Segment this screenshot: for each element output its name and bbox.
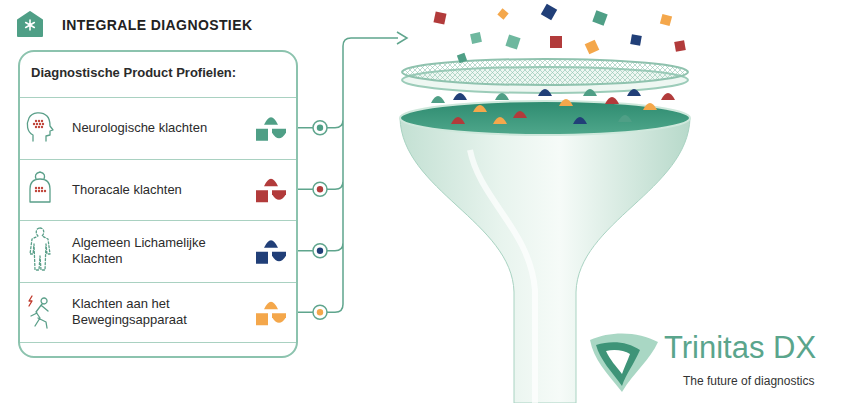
funnel-body [400,118,690,403]
falling-square [497,8,508,19]
falling-square [660,14,672,26]
falling-square [541,4,557,20]
port-dot [317,125,323,131]
port-dot [317,186,323,192]
head-icon [27,113,53,141]
falling-square [674,40,686,52]
profile-row: Thoracale klachten [20,159,296,221]
profile-dome [264,240,278,248]
falling-shapes [431,4,686,124]
falling-dome [493,117,507,124]
profile-dome [264,302,278,310]
row-label: Thoracale klachten [72,182,240,198]
funnel [400,59,690,403]
profile-shield [272,313,286,323]
port-dot [317,309,323,315]
runner-icon [31,298,48,328]
funnel-top [400,101,690,135]
row-label: Neurologische klachten [72,120,240,136]
row-text-box: Algemeen Lichamelijke Klachten [72,235,240,267]
trunk-line [327,38,398,312]
logo-leaf-dark [596,342,640,386]
falling-square [630,34,642,46]
diagram-title: INTEGRALE DIAGNOSTIEK [62,17,252,33]
falling-square [433,11,446,24]
falling-square [470,32,482,44]
logo-wordmark: Trinitas DX [664,331,816,365]
falling-dome [431,96,445,103]
logo-leaf-core [606,350,630,374]
logo-mark [590,333,658,392]
profile-square [256,252,268,264]
port-ring [313,121,327,135]
stub-lines [297,128,313,313]
row-label: Algemeen Lichamelijke Klachten [72,235,240,267]
body-icon [30,228,50,270]
falling-square [505,34,520,49]
falling-dome [618,115,632,122]
sieve-mesh [402,59,688,85]
panel-heading: Diagnostische Product Profielen: [31,65,236,80]
falling-dome [513,111,527,118]
profile-shield [272,252,286,262]
funnel-rim [400,101,690,135]
falling-dome [583,89,597,96]
badge-asterisk [26,20,35,30]
profile-panel: Diagnostische Product Profielen: Neurolog… [18,50,298,358]
profile-dome [264,179,278,187]
profile-row: Algemeen Lichamelijke Klachten [20,220,296,282]
profile-shield [272,190,286,200]
falling-square [457,53,467,63]
funnel-highlight [470,150,535,403]
torso-icon [30,172,50,202]
row-label: Klachten aan het Bewegingsapparaat [72,296,240,328]
falling-dome [627,89,641,96]
falling-dome [643,103,657,110]
falling-dome [453,93,467,100]
falling-dome [473,105,487,112]
falling-dome [495,93,509,100]
port-ring [313,182,327,196]
falling-square [550,36,562,48]
profile-row: Klachten aan het Bewegingsapparaat [20,282,296,344]
profile-row: Neurologische klachten [20,97,296,159]
port-ring [313,244,327,258]
profile-square [256,190,268,202]
falling-dome [451,117,465,124]
profile-dome [264,117,278,125]
falling-dome [605,97,619,104]
falling-square [592,10,607,25]
falling-square [585,40,600,55]
badge-shape [18,12,42,36]
decor-shapes [256,117,286,325]
pain-bolt [29,296,32,306]
row-text-box: Thoracale klachten [72,182,240,198]
profile-shield [272,129,286,139]
row-text-box: Klachten aan het Bewegingsapparaat [72,296,240,328]
logo-tagline: The future of diagnostics [683,375,814,388]
port-dot [317,248,323,254]
icon-dots [33,120,46,192]
profile-square [256,313,268,325]
row-text-box: Neurologische klachten [72,120,240,136]
logo-leaf-light [590,333,658,392]
profile-square [256,129,268,141]
trunk-arrowhead [397,32,407,44]
port-ring [313,305,327,319]
falling-dome [661,93,675,100]
row-ports [313,121,327,320]
falling-dome [573,117,587,124]
falling-dome [538,89,552,96]
title-badge [18,12,42,36]
falling-dome [559,99,573,106]
merge-wires [297,32,407,312]
